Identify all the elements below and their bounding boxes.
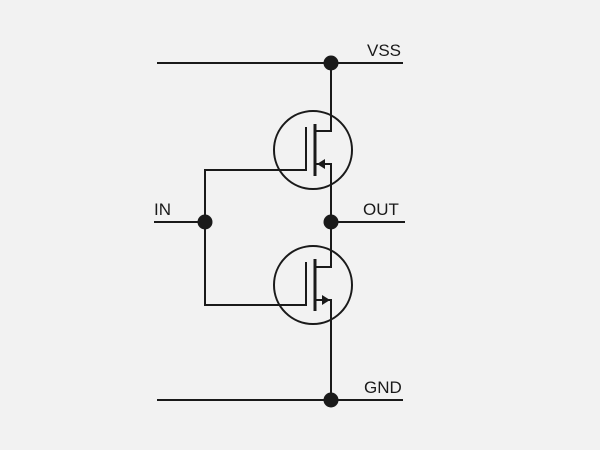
nmos-drain-lead	[314, 221, 332, 268]
in-node	[197, 214, 213, 230]
vss-label: VSS	[367, 41, 401, 60]
nmos-body-circle	[273, 245, 353, 325]
pmos-transistor	[273, 110, 353, 190]
in-to-pmos-gate-wire	[204, 169, 307, 223]
pmos-arrow-icon	[317, 159, 325, 169]
pmos-drain-lead	[314, 163, 332, 223]
nmos-transistor	[273, 245, 353, 325]
out-label: OUT	[363, 200, 399, 219]
gnd-label: GND	[364, 378, 402, 397]
in-label: IN	[154, 200, 171, 219]
pmos-body-circle	[273, 110, 353, 190]
nmos-source-lead	[314, 299, 332, 401]
pmos-source-lead	[314, 126, 332, 132]
in-to-nmos-gate-wire	[204, 221, 307, 306]
nmos-arrow-icon	[322, 295, 330, 305]
